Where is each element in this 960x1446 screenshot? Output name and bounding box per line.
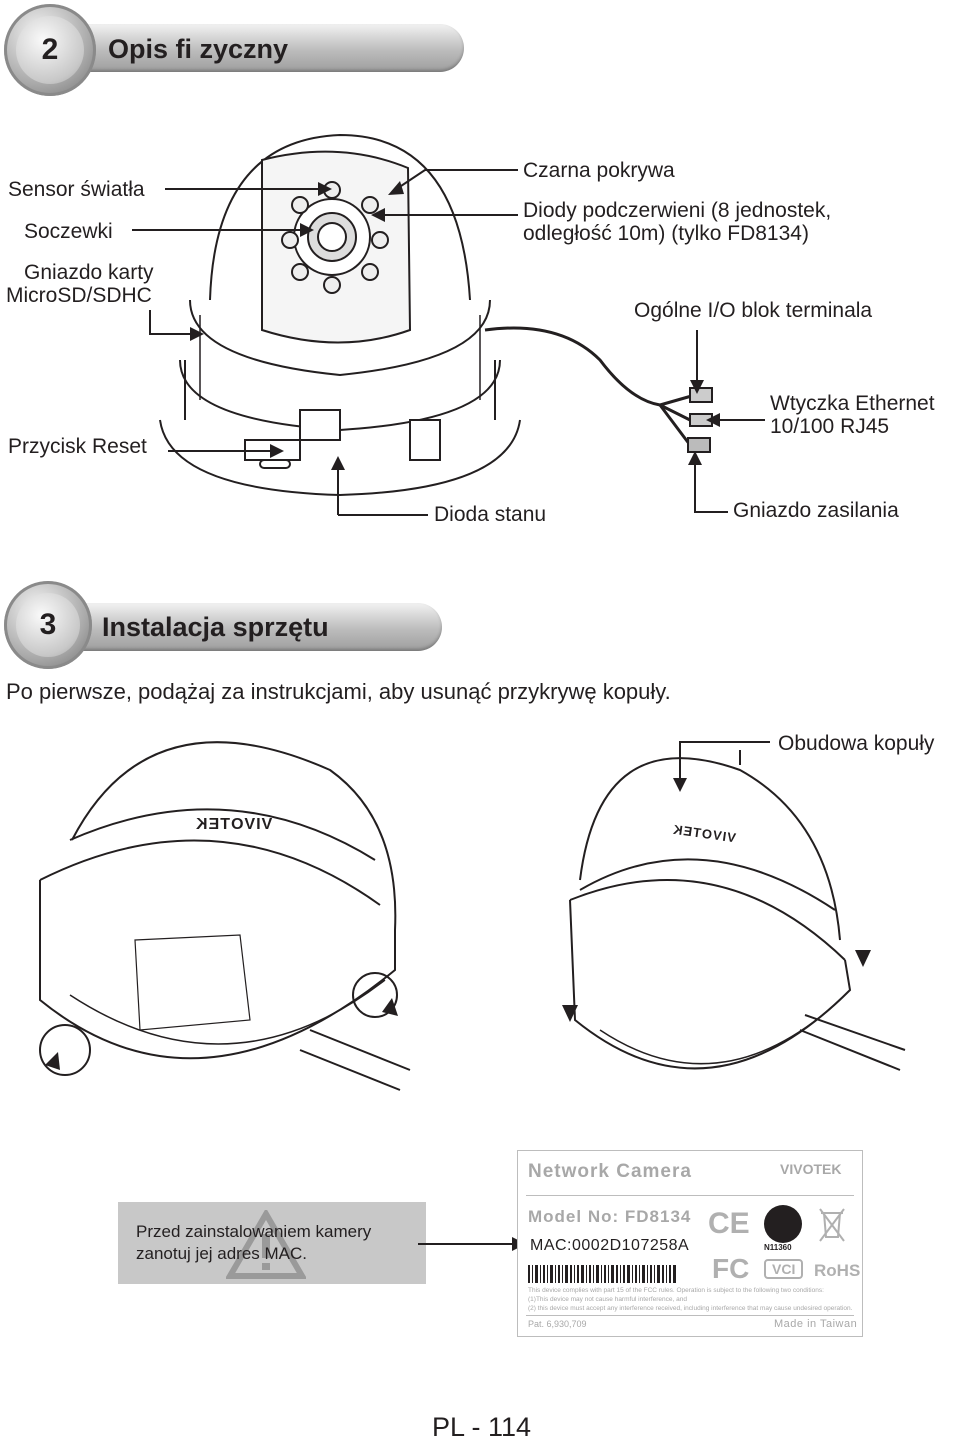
label-brand-logo: VIVOTEK — [780, 1161, 842, 1177]
section-3-number-badge: 3 — [4, 581, 92, 669]
ir-led-label-line2: odległość 10m) (tylko FD8134) — [523, 222, 809, 245]
cert-vci-mark: VCI — [764, 1259, 804, 1279]
weee-bin-icon — [819, 1208, 845, 1242]
cert-ce-mark: CE — [708, 1207, 750, 1240]
ethernet-label-line2: 10/100 RJ45 — [770, 415, 890, 438]
mac-note-arrow — [418, 1237, 526, 1251]
label-origin: Made in Taiwan — [774, 1318, 858, 1330]
fcc-statement-line3: (2) this device must accept any interfer… — [528, 1305, 853, 1312]
mac-note-line2: zanotuj jej adres MAC. — [136, 1244, 308, 1263]
cert-c-tick-code: N11360 — [764, 1243, 792, 1252]
barcode — [528, 1265, 676, 1283]
section-3-title: Instalacja sprzętu — [102, 612, 329, 642]
label-top-rule — [526, 1195, 854, 1196]
label-mac-address: MAC:0002D107258A — [530, 1237, 690, 1254]
light-sensor-label: Sensor światła — [8, 178, 145, 201]
page-number: PL - 114 — [432, 1412, 532, 1442]
install-instruction: Po pierwsze, podążaj za instrukcjami, ab… — [6, 679, 671, 704]
io-block-label: Ogólne I/O blok terminala — [634, 299, 873, 322]
camera-physical-diagram — [132, 133, 765, 516]
mac-note-line1: Przed zainstalowaniem kamery — [136, 1222, 372, 1241]
mac-note-box: Przed zainstalowaniem kamery zanotuj jej… — [118, 1202, 426, 1284]
status-led-label: Dioda stanu — [434, 503, 547, 526]
fcc-statement-line2: (1)This device may not cause harmful int… — [528, 1296, 687, 1303]
microsd-label-line1: Gniazdo karty — [24, 261, 154, 284]
microsd-label-line2: MicroSD/SDHC — [6, 284, 152, 307]
power-jack-label: Gniazdo zasilania — [733, 499, 899, 522]
cert-rohs-mark: RoHS — [814, 1261, 861, 1280]
section-2-title: Opis fi zyczny — [108, 34, 289, 64]
black-cover-label: Czarna pokrywa — [523, 159, 675, 182]
cert-c-tick-mark — [764, 1205, 802, 1243]
section-2-number-badge: 2 — [4, 4, 96, 96]
lens-label: Soczewki — [24, 220, 113, 243]
section-2-banner — [52, 24, 464, 72]
section-2-number: 2 — [41, 33, 59, 66]
fcc-statement-line1: This device complies with part 15 of the… — [528, 1287, 824, 1294]
dome-removal-diagram — [39, 741, 906, 1091]
ir-led-label-line1: Diody podczerwieni (8 jednostek, — [523, 199, 832, 222]
section-3-number: 3 — [39, 608, 57, 641]
warning-icon — [226, 1210, 306, 1279]
label-patent: Pat. 6,930,709 — [528, 1319, 587, 1329]
reset-button-label: Przycisk Reset — [8, 435, 147, 458]
label-product-name: Network Camera — [528, 1161, 692, 1182]
cert-fc-mark: FC — [712, 1253, 750, 1284]
ethernet-label-line1: Wtyczka Ethernet — [770, 392, 935, 415]
left-dome-brand-logo: VIVOTEK — [195, 816, 273, 833]
dome-housing-label: Obudowa kopuły — [778, 732, 935, 755]
label-model: Model No: FD8134 — [528, 1207, 692, 1226]
label-bottom-rule — [526, 1315, 854, 1316]
product-label: Network Camera VIVOTEK Model No: FD8134 … — [517, 1150, 863, 1337]
section-3-banner — [52, 603, 442, 651]
